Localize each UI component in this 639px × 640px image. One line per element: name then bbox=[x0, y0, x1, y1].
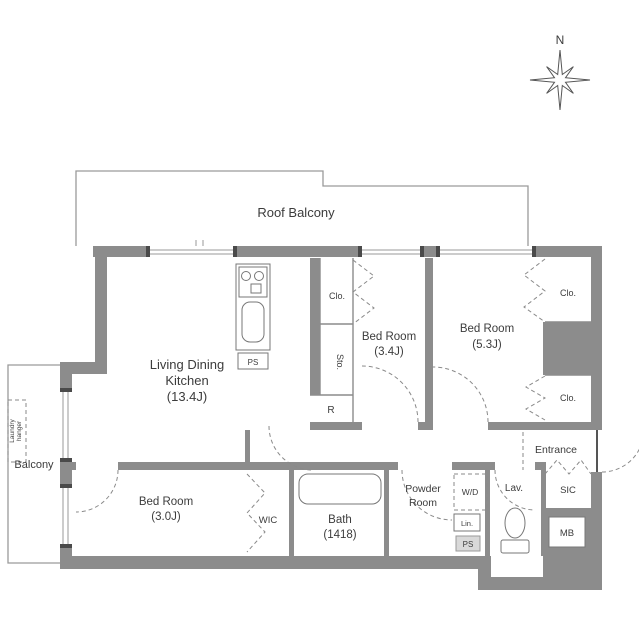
laundry-hanger-box bbox=[7, 399, 27, 463]
closet-bed53-top-label: Clo. bbox=[560, 288, 576, 298]
balcony-label: Balcony bbox=[14, 459, 54, 471]
storage-label: Sto. bbox=[335, 354, 345, 370]
sic-door bbox=[544, 459, 592, 475]
kitchen-counter bbox=[235, 263, 271, 370]
bedroom-3-0-size: (3.0J) bbox=[151, 511, 181, 523]
bedroom-5-3-door-arc bbox=[432, 366, 489, 423]
labels: N Roof Balcony Living Dining Kitchen (13… bbox=[9, 33, 577, 549]
pipe-space-bottom-box bbox=[455, 535, 481, 552]
wic-label: WIC bbox=[259, 515, 278, 526]
meter-box-label: MB bbox=[560, 528, 574, 539]
lavatory-label: Lav. bbox=[505, 483, 523, 494]
entrance-door bbox=[522, 430, 639, 473]
kitchen-sink-icon bbox=[241, 301, 265, 343]
balcony-outline bbox=[7, 364, 64, 564]
compass-rose-icon bbox=[529, 49, 591, 111]
entrance-label: Entrance bbox=[535, 444, 577, 456]
bedroom-3-4-door-arc bbox=[361, 365, 419, 423]
bedroom-3-4-size: (3.4J) bbox=[374, 346, 404, 358]
wic-door bbox=[246, 473, 266, 553]
ldk-door-arc bbox=[268, 425, 314, 471]
bath-size: (1418) bbox=[323, 529, 356, 541]
laundry-hanger-label-line2: hanger bbox=[16, 420, 23, 441]
washer-dryer-box bbox=[453, 473, 488, 511]
pipe-space-kitchen-label: PS bbox=[248, 358, 259, 367]
meter-box bbox=[548, 516, 586, 548]
pipe-space-kitchen-box bbox=[237, 352, 269, 370]
refrigerator-label: R bbox=[327, 405, 334, 416]
closet-doors bbox=[246, 258, 592, 553]
closet-bed34-door bbox=[352, 259, 375, 325]
stove-icon bbox=[238, 266, 268, 298]
ldk-label-line2: Kitchen bbox=[165, 373, 208, 388]
closet-bed53-top-door bbox=[523, 258, 546, 323]
sic-label: SIC bbox=[560, 485, 576, 496]
linen-box bbox=[453, 513, 481, 532]
pipe-space-bottom-label: PS bbox=[463, 540, 474, 549]
north-label: N bbox=[556, 33, 565, 47]
ldk-label-line1: Living Dining bbox=[150, 357, 224, 372]
toilet-tank-icon bbox=[500, 539, 530, 554]
windows bbox=[60, 246, 536, 548]
ldk-size-label: (13.4J) bbox=[167, 389, 207, 404]
closet-bed53-bottom-door bbox=[525, 375, 546, 421]
closet-bed53-bottom-label: Clo. bbox=[560, 393, 576, 403]
sanitary-fixtures bbox=[298, 473, 586, 554]
lavatory-door-arc bbox=[494, 469, 536, 511]
linen-label: Lin. bbox=[461, 519, 473, 528]
roof-balcony-label: Roof Balcony bbox=[257, 205, 335, 220]
bedroom-3-4-label: Bed Room bbox=[362, 331, 416, 343]
toilet-bowl-icon bbox=[504, 507, 526, 539]
closet-bed34-label: Clo. bbox=[329, 291, 345, 301]
washer-dryer-label: W/D bbox=[462, 487, 479, 497]
door-arcs bbox=[75, 365, 536, 521]
bedroom-5-3-size: (5.3J) bbox=[472, 339, 502, 351]
bath-label: Bath bbox=[328, 514, 352, 526]
partitions bbox=[310, 258, 591, 422]
bedroom-3-0-label: Bed Room bbox=[139, 496, 193, 508]
roof-balcony-outline bbox=[75, 170, 529, 246]
bedroom-5-3-label: Bed Room bbox=[460, 323, 514, 335]
bedroom-3-0-door-arc bbox=[75, 469, 119, 513]
powder-room-label-line1: Powder bbox=[405, 483, 441, 495]
bathtub-icon bbox=[298, 473, 382, 505]
powder-room-door-arc bbox=[401, 469, 453, 521]
laundry-hanger-label-line1: Laundry bbox=[9, 419, 16, 443]
powder-room-label-line2: Room bbox=[409, 497, 437, 509]
